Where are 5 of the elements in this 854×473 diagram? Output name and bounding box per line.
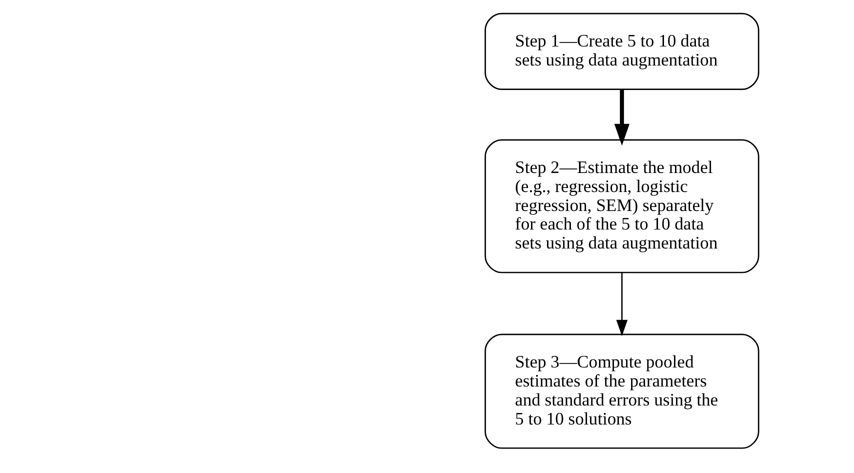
node-box: Step 1—Create 5 to 10 data sets using data augmentation <box>484 12 759 90</box>
arrow <box>614 90 630 146</box>
node-box: Step 3—Compute pooled estimates of the parameters and standard errors using the 5 to 10 solutions <box>484 334 759 449</box>
arrow <box>616 272 628 336</box>
node-box: Step 2—Estimate the model (e.g., regression, logistic regression, SEM) separately for each of the 5 to 10 data sets using data augmentation <box>484 139 759 274</box>
